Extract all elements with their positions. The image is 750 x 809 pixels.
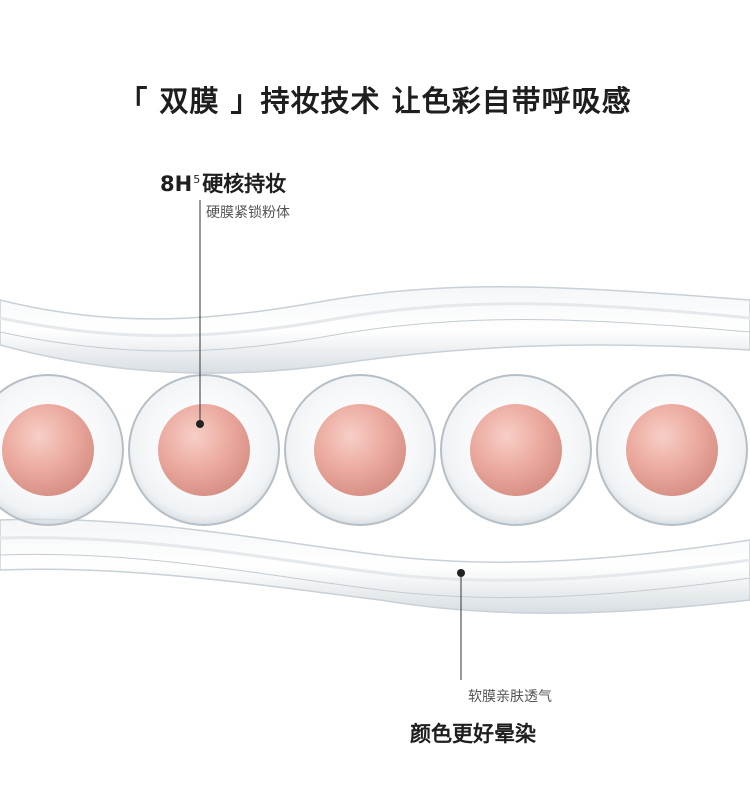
hard-film-pointer — [196, 200, 204, 428]
upper-film-layer — [0, 286, 750, 374]
pigment-bubble — [596, 374, 748, 526]
headline: 「 双膜 」持妆技术 让色彩自带呼吸感 — [118, 84, 632, 118]
pigment-bubble-row — [0, 374, 748, 526]
pigment-bubble — [0, 374, 124, 526]
lower-film-layer — [0, 518, 750, 614]
pigment-bubble — [128, 374, 280, 526]
soft-film-title: 颜色更好晕染 — [410, 722, 536, 746]
hard-film-title-prefix: 8H — [160, 172, 193, 196]
soft-film-subtitle: 软膜亲肤透气 — [468, 689, 552, 705]
hard-film-title-main: 硬核持妆 — [202, 172, 287, 196]
hard-film-subtitle: 硬膜紧锁粉体 — [206, 205, 290, 221]
pigment-bubble — [440, 374, 592, 526]
hard-film-title: 8H5硬核持妆 — [160, 168, 286, 198]
hard-film-title-superscript: 5 — [193, 173, 201, 186]
soft-film-pointer — [457, 569, 465, 680]
hard-film-callout: 8H5硬核持妆 硬膜紧锁粉体 — [160, 168, 290, 221]
pigment-bubble — [284, 374, 436, 526]
